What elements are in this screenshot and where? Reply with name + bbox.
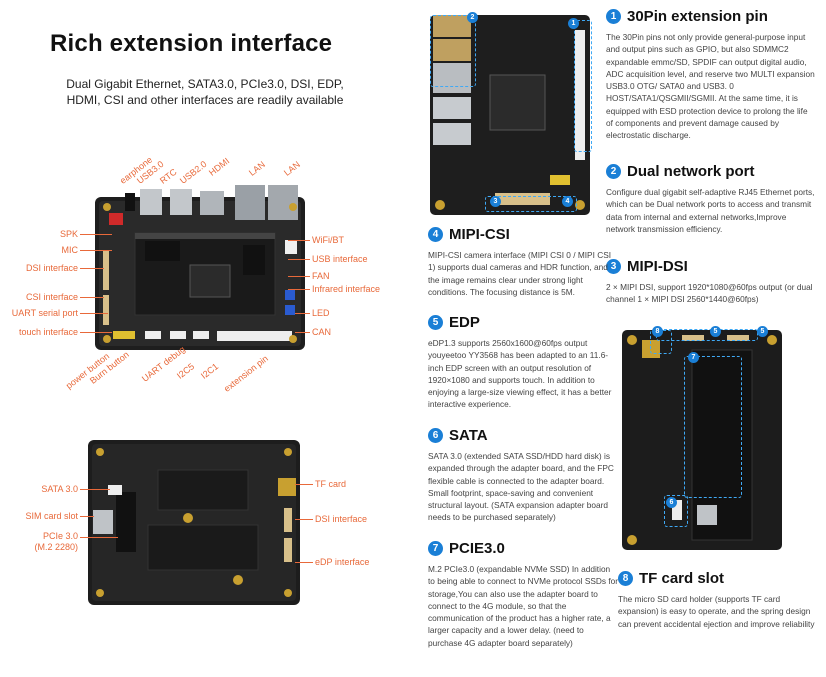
label-infrared: Infrared interface xyxy=(312,284,381,294)
section-edp-body: eDP1.3 supports 2560x1600@60fps output y… xyxy=(428,338,612,410)
label-lan-2: LAN xyxy=(282,159,302,178)
label-uart-port: UART serial port xyxy=(11,308,78,318)
underside-board-image xyxy=(622,330,782,550)
section-pcie: 7 PCIE3.0 M.2 PCIe3.0 (expandable NVMe S… xyxy=(428,540,618,649)
badge-bot-8: 8 xyxy=(652,326,663,337)
section-mipi-csi-number: 4 xyxy=(428,227,443,242)
bottom-board-image xyxy=(88,440,300,605)
label-led: LED xyxy=(312,308,330,318)
section-network-body: Configure dual gigabit self-adaptive RJ4… xyxy=(606,187,815,234)
section-mipi-dsi-body: 2 × MIPI DSI, support 1920*1080@60fps ou… xyxy=(606,282,813,305)
label-edp: eDP interface xyxy=(315,557,370,567)
label-hdmi: HDMI xyxy=(207,155,232,178)
section-network-number: 2 xyxy=(606,164,621,179)
label-can: CAN xyxy=(312,327,332,337)
label-usb-interface: USB interface xyxy=(312,254,368,264)
badge-top-1: 1 xyxy=(568,18,579,29)
label-extension-pin: extension pin xyxy=(222,353,270,394)
badge-top-4: 4 xyxy=(562,196,573,207)
label-dsi: DSI interface xyxy=(25,263,78,273)
badge-top-2: 2 xyxy=(467,12,478,23)
section-30pin-number: 1 xyxy=(606,9,621,24)
label-sata30: SATA 3.0 xyxy=(41,484,78,494)
section-30pin: 1 30Pin extension pin The 30Pin pins not… xyxy=(606,8,816,142)
label-spk: SPK xyxy=(59,229,78,239)
section-pcie-title: 7 PCIE3.0 xyxy=(428,540,618,557)
section-sata-number: 6 xyxy=(428,428,443,443)
section-network: 2 Dual network port Configure dual gigab… xyxy=(606,163,816,235)
label-i2c5: I2C5 xyxy=(175,361,197,381)
section-mipi-csi-title: 4 MIPI-CSI xyxy=(428,226,618,243)
badge-bot-7: 7 xyxy=(688,352,699,363)
section-mipi-dsi: 3 MIPI-DSI 2 × MIPI DSI, support 1920*10… xyxy=(606,258,816,306)
label-mic: MIC xyxy=(61,245,79,255)
section-network-title: 2 Dual network port xyxy=(606,163,816,180)
label-tf-card: TF card xyxy=(315,479,347,489)
section-mipi-dsi-number: 3 xyxy=(606,259,621,274)
section-tf-card-title: 8 TF card slot xyxy=(618,570,816,587)
section-pcie-number: 7 xyxy=(428,541,443,556)
label-sim-slot: SIM card slot xyxy=(25,511,78,521)
section-pcie-body: M.2 PCIe3.0 (expandable NVMe SSD) In add… xyxy=(428,564,619,648)
section-30pin-title: 1 30Pin extension pin xyxy=(606,8,816,25)
label-fan: FAN xyxy=(312,271,330,281)
section-mipi-dsi-title: 3 MIPI-DSI xyxy=(606,258,816,275)
badge-bot-5b: 5 xyxy=(757,326,768,337)
label-usb20: USB2.0 xyxy=(178,158,209,186)
section-edp-number: 5 xyxy=(428,315,443,330)
label-dsi-bottom: DSI interface xyxy=(315,514,368,524)
badge-bot-5a: 5 xyxy=(710,326,721,337)
badge-bot-6: 6 xyxy=(666,497,677,508)
section-edp: 5 EDP eDP1.3 supports 2560x1600@60fps ou… xyxy=(428,314,618,411)
section-tf-card: 8 TF card slot The micro SD card holder … xyxy=(618,570,816,630)
section-30pin-body: The 30Pin pins not only provide general-… xyxy=(606,32,815,141)
section-mipi-csi-body: MIPI-CSI camera interface (MIPI CSI 0 / … xyxy=(428,250,612,297)
label-lan-1: LAN xyxy=(247,159,267,178)
label-csi: CSI interface xyxy=(25,292,78,302)
label-i2c1: I2C1 xyxy=(199,361,221,381)
section-sata: 6 SATA SATA 3.0 (extended SATA SSD/HDD h… xyxy=(428,427,618,524)
section-sata-body: SATA 3.0 (extended SATA SSD/HDD hard dis… xyxy=(428,451,614,523)
section-tf-card-number: 8 xyxy=(618,571,633,586)
section-sata-title: 6 SATA xyxy=(428,427,618,444)
label-wifi-bt: WiFi/BT xyxy=(312,235,344,245)
label-pcie30: PCIe 3.0 xyxy=(42,531,78,541)
label-pcie-m2: (M.2 2280) xyxy=(34,542,78,552)
section-edp-title: 5 EDP xyxy=(428,314,618,331)
top-board-image xyxy=(95,185,305,350)
section-tf-card-body: The micro SD card holder (supports TF ca… xyxy=(618,594,815,629)
section-mipi-csi: 4 MIPI-CSI MIPI-CSI camera interface (MI… xyxy=(428,226,618,298)
label-touch: touch interface xyxy=(18,327,78,337)
page-title: Rich extension interface xyxy=(50,30,333,57)
badge-top-3: 3 xyxy=(490,196,501,207)
middle-board-image xyxy=(430,15,590,215)
page-subtitle: Dual Gigabit Ethernet, SATA3.0, PCIe3.0,… xyxy=(66,77,344,107)
